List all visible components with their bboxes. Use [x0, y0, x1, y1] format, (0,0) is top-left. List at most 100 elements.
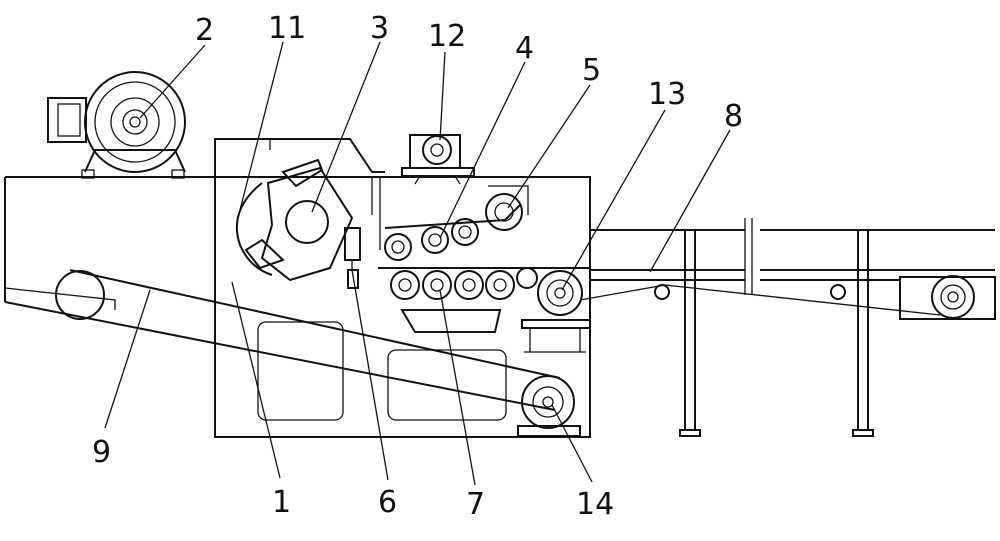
gearbox-body [409, 134, 461, 168]
gearbox-base [401, 167, 475, 177]
press-roller-5 [485, 185, 529, 231]
label-11: 11 [268, 11, 306, 46]
drive-13 [521, 270, 591, 353]
leader-13 [561, 109, 666, 291]
press-roller-arm [488, 185, 529, 215]
end-drum-shaft [947, 291, 959, 303]
lower-roller-d-hub [493, 278, 507, 292]
lower-roller-d [485, 270, 515, 300]
press-roller-hub [494, 202, 514, 222]
label-9: 9 [92, 435, 111, 470]
machine-frame [4, 138, 591, 438]
conveyor-belt-top [69, 269, 561, 379]
conveyor-idler [55, 270, 105, 320]
lower-motor-wheel [521, 375, 575, 429]
gearbox-legs [414, 175, 461, 185]
knife-holder [344, 227, 361, 261]
infeed-idler-b [830, 284, 846, 300]
access-windows [257, 321, 507, 421]
lower-roller-c [454, 270, 484, 300]
knife-block [347, 269, 359, 289]
lower-motor-shaft [542, 396, 554, 408]
gearbox-wheel [422, 135, 452, 165]
label-5: 5 [582, 53, 601, 88]
motor-foot-right [171, 169, 185, 179]
label-7: 7 [466, 487, 485, 522]
blade-bottom [244, 238, 285, 270]
upper-roller-a-hub [391, 240, 405, 254]
motor-shaft [129, 116, 141, 128]
leader-12 [439, 51, 446, 141]
rotor-hub [285, 200, 329, 244]
lower-motor-ring [532, 386, 564, 418]
motor-housing [84, 71, 186, 173]
lower-guide-plate [400, 309, 502, 333]
leader-11 [239, 41, 284, 211]
bed-knife-6 [344, 227, 361, 289]
infeed-idler-a [654, 284, 670, 300]
upper-roller-c-hub [458, 225, 472, 239]
discharge-conveyor-9 [4, 269, 561, 411]
upper-roller-a [384, 233, 412, 261]
motor-foot-left [81, 169, 95, 179]
leg-a-foot [679, 429, 701, 437]
label-3: 3 [370, 11, 389, 46]
lower-rollers-7 [378, 267, 590, 333]
leader-lines [104, 41, 731, 486]
motor-inner-ring [110, 97, 160, 147]
upper-roller-frame [384, 204, 521, 229]
lower-roller-small [516, 267, 538, 289]
motor-endcap-inner [57, 103, 81, 137]
leader-6 [351, 269, 389, 481]
leader-7 [439, 289, 476, 486]
lower-roller-b-hub [430, 278, 444, 292]
label-8: 8 [724, 99, 743, 134]
leader-5 [507, 84, 591, 209]
motor-base [84, 149, 186, 173]
top-hood [214, 138, 385, 177]
blade-top [281, 158, 324, 188]
lower-roller-c-hub [462, 278, 476, 292]
gearbox-hub [430, 143, 444, 157]
leader-14 [551, 404, 593, 483]
label-6: 6 [378, 485, 397, 520]
end-drum-ring [940, 284, 966, 310]
casing-arc-11 [235, 182, 273, 276]
conveyor-guard [4, 287, 116, 310]
lower-roller-a [390, 270, 420, 300]
rotor-3 [235, 158, 381, 282]
label-4: 4 [515, 31, 534, 66]
gearbox-12 [401, 134, 475, 185]
window-right [387, 349, 507, 421]
leader-8 [649, 129, 731, 273]
lower-roller-a-hub [398, 278, 412, 292]
part-labels: 2 11 3 12 4 5 13 8 9 1 6 7 14 [92, 11, 743, 522]
drive-base [521, 319, 591, 329]
label-2: 2 [195, 13, 214, 48]
label-1: 1 [272, 485, 291, 520]
leg-a [684, 230, 696, 430]
drive-stand [524, 328, 586, 353]
infeed-belt-return [579, 284, 941, 316]
label-14: 14 [576, 487, 614, 522]
leg-b [857, 230, 869, 430]
conveyor-belt-bottom [4, 301, 556, 411]
motor-fins-ring [94, 81, 176, 163]
leader-2 [139, 44, 206, 119]
lower-motor-base [517, 425, 581, 437]
leader-3 [311, 41, 381, 213]
upper-rollers-4 [384, 204, 521, 261]
upper-roller-b [421, 226, 449, 254]
leader-1 [231, 281, 281, 479]
window-left [257, 321, 344, 421]
end-drum [931, 275, 975, 319]
lower-roller-b [422, 270, 452, 300]
motor-hub [122, 109, 148, 135]
leader-9 [104, 289, 151, 429]
motor-2 [47, 71, 186, 179]
drive-wheel [537, 270, 583, 316]
label-13: 13 [648, 77, 686, 112]
drive-shaft [554, 287, 566, 299]
